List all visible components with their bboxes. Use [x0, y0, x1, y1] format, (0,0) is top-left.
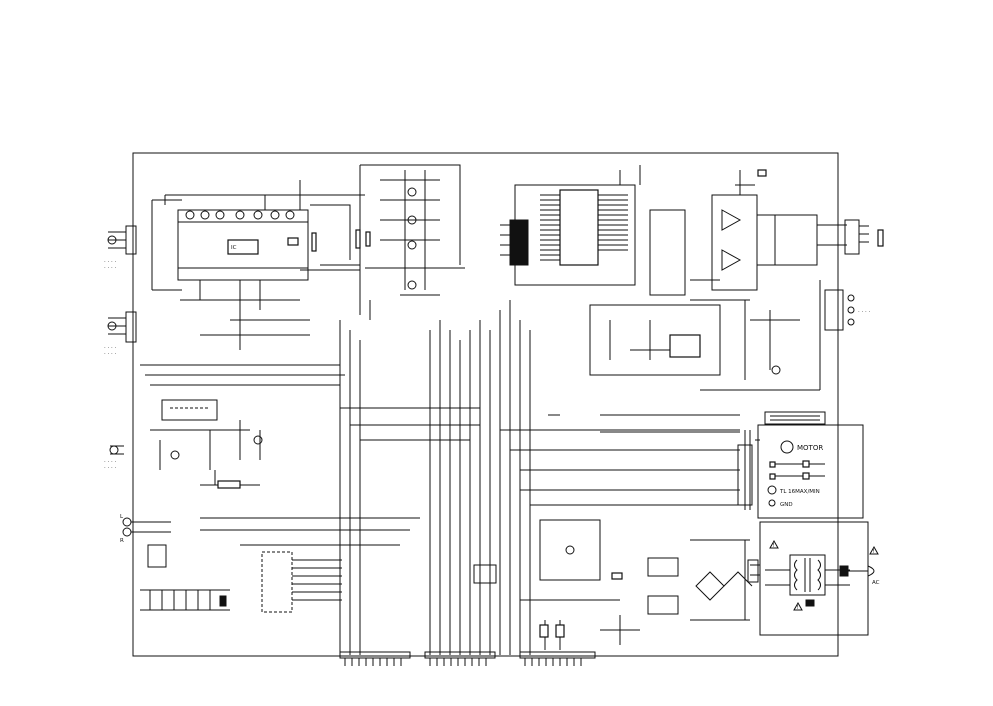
transformer-symbol	[789, 554, 826, 596]
input-jack-2: . . . . . . . .	[104, 311, 137, 356]
bottom-connectors	[339, 651, 596, 666]
amp-opamp-lower	[721, 249, 742, 271]
svg-text:IC: IC	[231, 245, 237, 251]
switch-row-2	[769, 472, 825, 480]
svg-text:. . . .: . . . .	[104, 264, 116, 270]
main-ic-pins-left	[540, 194, 560, 261]
ac-in-label: AC	[872, 580, 880, 586]
ac-fuse	[839, 565, 849, 577]
mid-circuit-section	[589, 280, 821, 391]
rectifier-section	[647, 539, 753, 621]
tone-control-section	[359, 164, 465, 320]
preamp-section: IC	[151, 180, 365, 350]
main-ic-block	[500, 165, 641, 286]
svg-text:. . . .: . . . .	[104, 464, 116, 470]
input-jack-lr: L R	[120, 514, 171, 544]
ac-power-plug: AC	[848, 565, 880, 586]
switch-row-4: GND	[768, 499, 793, 508]
lower-center-section	[473, 519, 640, 650]
svg-text:. . . .: . . . .	[104, 458, 116, 464]
motor-control-panel: MOTOR TL 16MAX/MIN GND	[737, 411, 864, 519]
switch-row-1	[769, 460, 825, 468]
dashed-connector-block	[261, 551, 342, 613]
amp-opamp-upper	[721, 209, 742, 231]
main-ic-pins-right	[598, 194, 628, 251]
svg-text:R: R	[120, 538, 124, 544]
ic-preamp: IC	[227, 239, 259, 255]
svg-text:!: !	[773, 543, 775, 549]
speaker-output-terminals: . . . .	[824, 219, 884, 331]
warning-icon-1: !	[769, 539, 779, 549]
motor-symbol: MOTOR	[780, 440, 823, 454]
switch-row-3: TL 16MAX/MIN	[767, 485, 820, 495]
main-board-outline	[132, 152, 839, 657]
svg-text:. . . .: . . . .	[104, 258, 116, 264]
power-amp-section	[649, 169, 847, 301]
bridge-rectifier	[695, 571, 753, 601]
lower-left-section	[150, 399, 263, 489]
transformer-panel: ! ! ! AC	[747, 521, 880, 636]
svg-text:. . . .: . . . .	[104, 350, 116, 356]
left-input-jacks: . . . . . . . . . . . . . . . . . . . . …	[104, 225, 171, 544]
svg-text:L: L	[120, 514, 124, 520]
svg-text:. . . .: . . . .	[104, 344, 116, 350]
svg-text:!: !	[873, 549, 875, 555]
svg-text:!: !	[797, 605, 799, 611]
tl-label: TL 16MAX/MIN	[779, 489, 820, 495]
input-jack-1: . . . . . . . .	[104, 225, 137, 270]
ground-label: GND	[780, 502, 793, 508]
warning-icon-3: !	[869, 545, 879, 555]
motor-label: MOTOR	[797, 444, 823, 452]
bus-lines	[140, 300, 740, 655]
svg-text:. . . .: . . . .	[858, 308, 870, 314]
transistor-cluster-upper	[185, 210, 295, 220]
bottom-left-array	[140, 544, 342, 613]
input-jack-3: . . . . . . . .	[104, 445, 124, 470]
warning-icon-2: !	[793, 601, 803, 611]
